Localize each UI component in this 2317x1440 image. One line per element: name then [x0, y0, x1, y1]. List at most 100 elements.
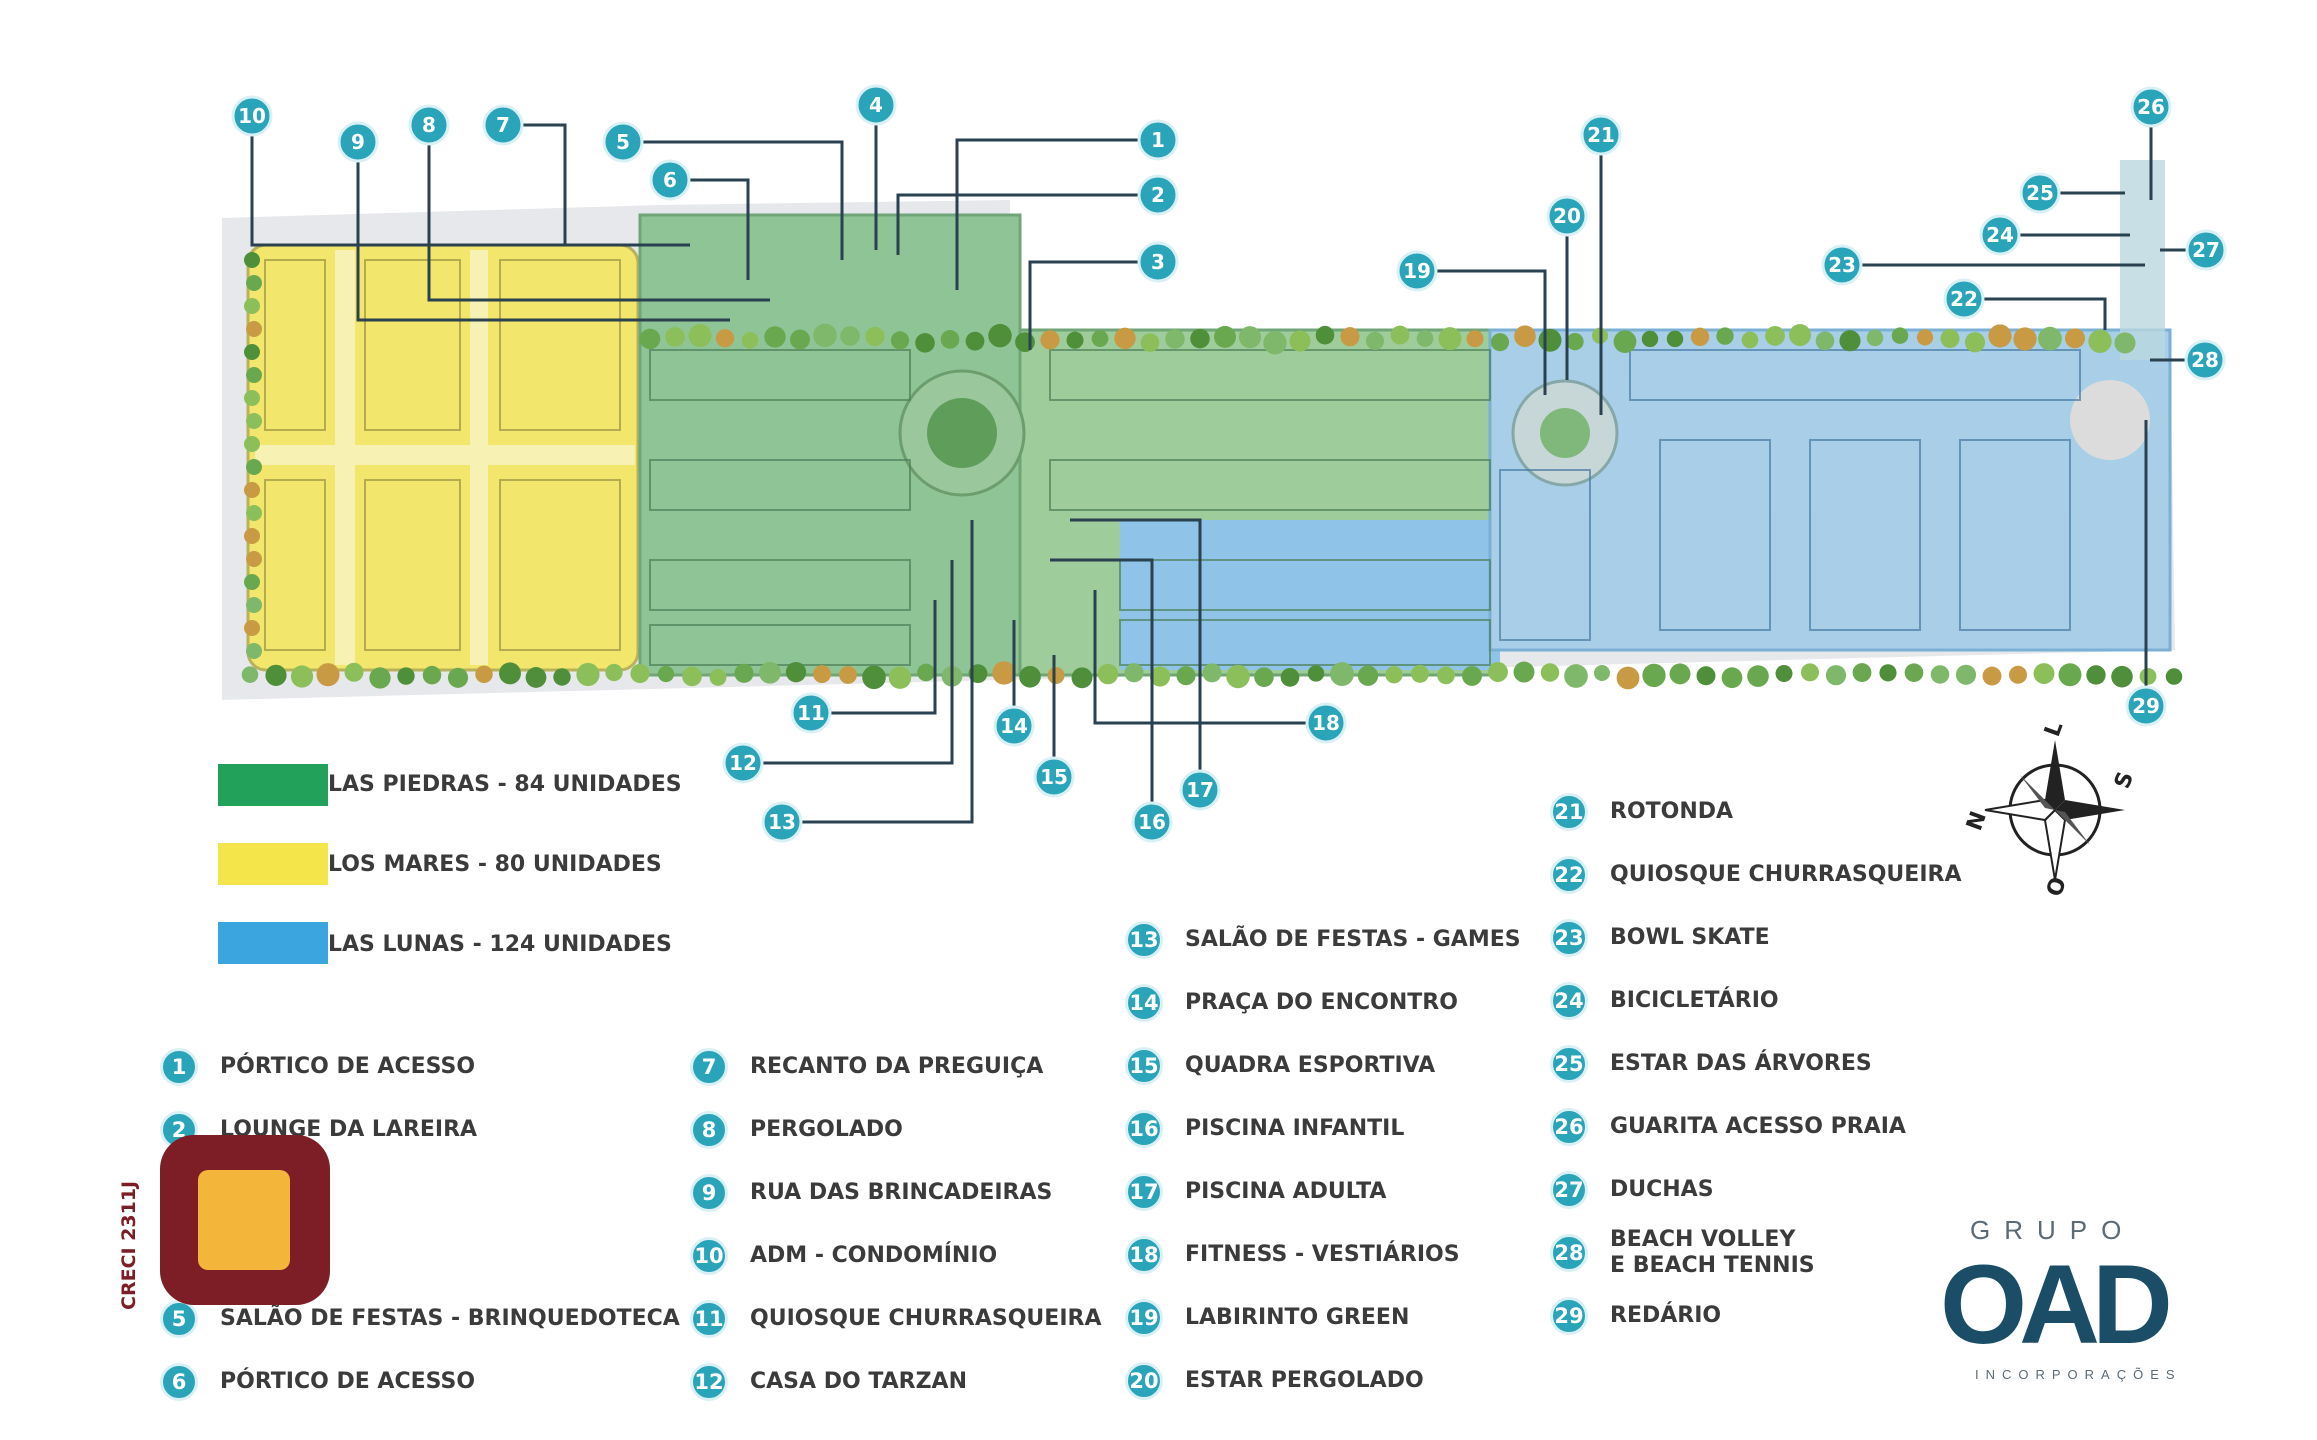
amenity-number-badge: 6 — [160, 1363, 198, 1401]
tree-icon — [422, 665, 442, 685]
svg-text:27: 27 — [2192, 238, 2220, 262]
amenity-label: PRAÇA DO ENCONTRO — [1185, 990, 1458, 1015]
leader-line — [1093, 590, 1326, 725]
tree-icon — [1019, 665, 1041, 688]
tree-icon — [1066, 331, 1084, 349]
amenity-number-badge: 15 — [1125, 1047, 1163, 1085]
tree-icon — [1564, 664, 1588, 688]
logo-main-text: OAD — [1940, 1242, 2173, 1367]
tree-icon — [1202, 663, 1222, 683]
leader-line — [623, 140, 844, 260]
tree-icon — [1385, 666, 1403, 684]
tree-icon — [888, 666, 912, 689]
tree-icon — [1015, 332, 1035, 352]
tree-icon — [657, 665, 675, 683]
tree-icon — [1190, 328, 1210, 349]
tree-icon — [1775, 664, 1793, 682]
svg-text:20: 20 — [1553, 204, 1581, 228]
tree-icon — [2013, 327, 2037, 351]
logo-top-text: GRUPO — [1970, 1215, 2136, 1245]
tree-icon — [1390, 325, 1410, 345]
tree-icon — [1238, 326, 1262, 349]
tree-icon — [1891, 327, 1909, 344]
tree-icon — [1047, 666, 1065, 685]
map-marker-2: 2 — [1137, 174, 1179, 216]
tree-icon — [1825, 665, 1847, 686]
map-marker-19: 19 — [1396, 250, 1438, 292]
svg-text:25: 25 — [2026, 181, 2054, 205]
map-marker-25: 25 — [2019, 172, 2061, 214]
tree-icon — [1040, 330, 1060, 350]
tree-icon — [1488, 662, 1508, 682]
map-marker-24: 24 — [1979, 214, 2021, 256]
leader-line — [1417, 269, 1547, 395]
tree-icon — [397, 667, 415, 685]
tree-icon — [244, 482, 260, 498]
tree-icon — [246, 321, 262, 337]
svg-text:19: 19 — [1403, 259, 1431, 283]
tree-icon — [1315, 325, 1335, 345]
leader-line — [896, 193, 1158, 255]
tree-icon — [865, 326, 885, 347]
tree-icon — [839, 666, 857, 684]
leader-line — [811, 600, 937, 715]
tree-icon — [1254, 667, 1274, 687]
map-marker-28: 28 — [2184, 339, 2226, 381]
tree-icon — [1416, 330, 1434, 347]
map-marker-18: 18 — [1305, 702, 1347, 744]
compass-label-o: O — [2042, 874, 2072, 900]
tree-icon — [1964, 332, 1986, 353]
amenity-number-badge: 22 — [1550, 856, 1588, 894]
svg-text:23: 23 — [1828, 253, 1856, 277]
amenity-label: PÓRTICO DE ACESSO — [220, 1369, 476, 1394]
tree-icon — [246, 643, 262, 659]
tree-icon — [1226, 664, 1250, 689]
map-marker-23: 23 — [1821, 244, 1863, 286]
tree-icon — [2033, 663, 2055, 684]
tree-icon — [785, 662, 807, 683]
brand-logo: GRUPO OAD INCORPORAÇÕES — [1940, 1215, 2200, 1395]
tree-icon — [1114, 327, 1136, 350]
tree-icon — [840, 326, 860, 346]
tree-icon — [1839, 330, 1861, 352]
map-marker-9: 9 — [337, 121, 379, 163]
tree-icon — [525, 667, 547, 688]
tree-icon — [688, 324, 712, 348]
tree-icon — [1721, 667, 1743, 689]
tree-icon — [1593, 664, 1611, 682]
tree-icon — [1091, 330, 1109, 347]
svg-text:22: 22 — [1950, 287, 1978, 311]
tree-icon — [369, 667, 391, 689]
tree-icon — [1307, 665, 1325, 682]
amenity-number-badge: 28 — [1550, 1234, 1588, 1272]
leader-line — [427, 125, 770, 302]
tree-icon — [965, 331, 985, 351]
svg-text:4: 4 — [869, 93, 883, 117]
leader-line — [1028, 260, 1158, 350]
tree-icon — [1466, 330, 1484, 348]
amenity-number-badge: 17 — [1125, 1173, 1163, 1211]
tree-icon — [1800, 663, 1820, 682]
tree-icon — [1879, 664, 1897, 682]
tree-icon — [244, 436, 260, 452]
amenity-number-badge: 9 — [690, 1174, 728, 1212]
tree-icon — [915, 333, 935, 353]
amenity-number-badge: 23 — [1550, 919, 1588, 957]
tree-icon — [1365, 331, 1385, 350]
map-marker-27: 27 — [2185, 229, 2227, 271]
tree-icon — [1747, 665, 1769, 687]
tree-icon — [1540, 663, 1560, 682]
amenity-label: PERGOLADO — [750, 1117, 903, 1142]
map-marker-3: 3 — [1137, 241, 1179, 283]
amenity-label: GUARITA ACESSO PRAIA — [1610, 1114, 1906, 1139]
amenity-number-badge: 18 — [1125, 1236, 1163, 1274]
legend-row-las-lunas — [218, 922, 328, 964]
tree-icon — [1690, 327, 1710, 347]
tree-icon — [1916, 329, 1934, 346]
tree-icon — [1641, 330, 1659, 348]
